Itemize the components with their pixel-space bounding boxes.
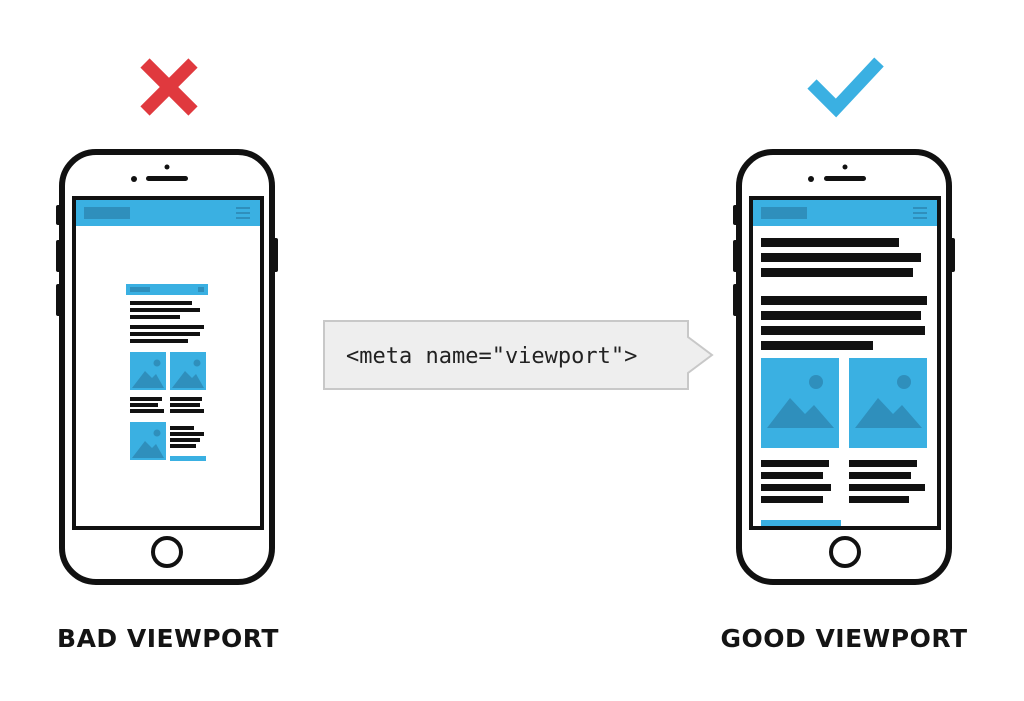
good-viewport-caption: GOOD VIEWPORT [720,624,968,653]
phone-bad [56,149,278,585]
image-placeholder-icon [849,358,927,448]
camera-dot [808,176,814,182]
check-mark-icon [807,57,884,118]
mobile-page [761,238,927,526]
meta-viewport-code: <meta name="viewport"> [346,344,637,369]
phone-good [733,149,955,585]
hamburger-icon [236,207,250,219]
home-button [151,536,183,568]
tiny-desktop-page [126,284,208,461]
speaker-slot [824,176,866,181]
image-placeholder-icon [761,358,839,448]
image-placeholder-icon [130,422,166,460]
screen-bad [72,196,264,530]
camera-dot [131,176,137,182]
home-button [829,536,861,568]
hamburger-icon [913,207,927,219]
code-callout: <meta name="viewport"> [323,320,714,390]
bad-viewport-caption: BAD VIEWPORT [57,624,279,653]
speaker-slot [146,176,188,181]
x-mark-icon [140,58,198,116]
image-placeholder-icon [130,352,166,390]
image-placeholder-icon [170,352,206,390]
